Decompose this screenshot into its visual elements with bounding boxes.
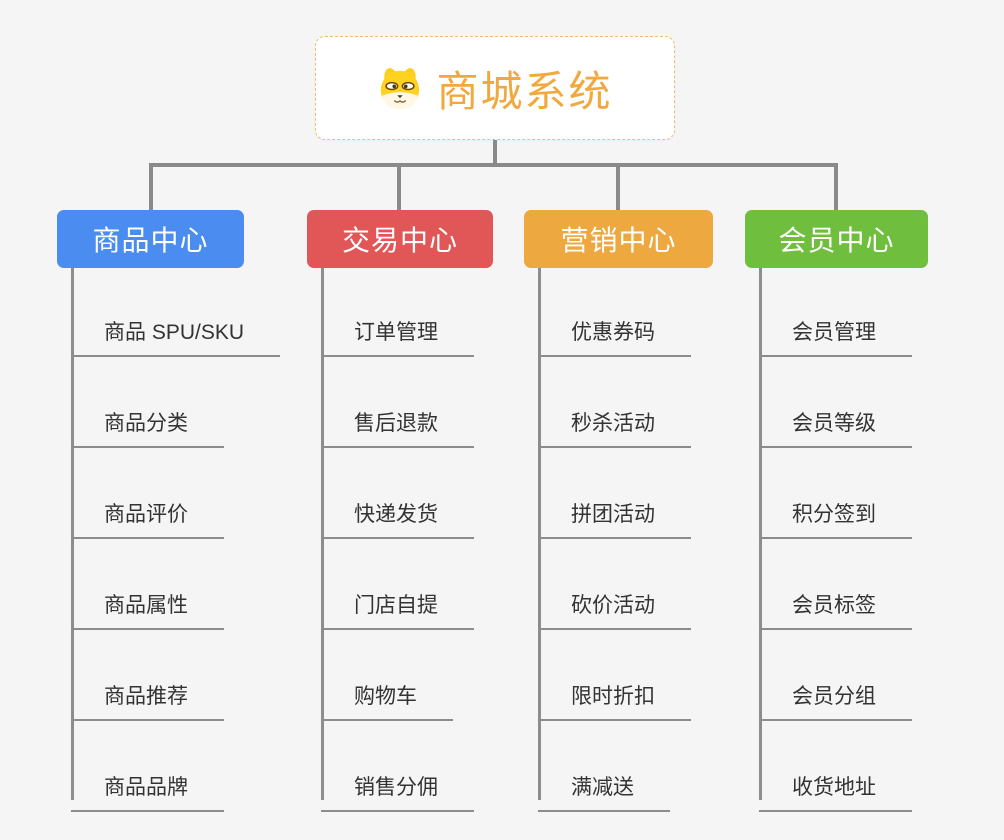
tree-node-product-review[interactable]: 商品评价: [71, 448, 224, 539]
tree-node-member-groups[interactable]: 会员分组: [759, 630, 912, 721]
connector-drop-marketing: [616, 165, 620, 210]
branch-node-member-center[interactable]: 会员中心: [745, 210, 928, 268]
branch-trade-center: 交易中心 订单管理 售后退款 快递发货 门店自提 购物车 销售分佣: [307, 210, 493, 812]
tree-node-group-buy[interactable]: 拼团活动: [538, 448, 691, 539]
branch-node-trade-center[interactable]: 交易中心: [307, 210, 493, 268]
connector-trunk-members: [759, 268, 762, 800]
branch-product-center: 商品中心 商品 SPU/SKU 商品分类 商品评价 商品属性 商品推荐 商品品牌: [57, 210, 281, 812]
connector-root-stub: [493, 140, 497, 165]
connector-trunk-products: [71, 268, 74, 800]
tree-node-member-management[interactable]: 会员管理: [759, 266, 912, 357]
tree-node-product-spu-sku[interactable]: 商品 SPU/SKU: [71, 266, 281, 357]
branch-marketing-center: 营销中心 优惠券码 秒杀活动 拼团活动 砍价活动 限时折扣 满减送: [524, 210, 713, 812]
branch-node-marketing-center[interactable]: 营销中心: [524, 210, 713, 268]
connector-drop-products: [149, 165, 153, 210]
tree-node-shipping-address[interactable]: 收货地址: [759, 721, 912, 812]
tree-node-sales-commission[interactable]: 销售分佣: [321, 721, 474, 812]
tree-node-coupon-codes[interactable]: 优惠券码: [538, 266, 691, 357]
tree-node-express-delivery[interactable]: 快递发货: [321, 448, 474, 539]
tree-node-points-checkin[interactable]: 积分签到: [759, 448, 912, 539]
tree-node-member-tags[interactable]: 会员标签: [759, 539, 912, 630]
tree-node-shopping-cart[interactable]: 购物车: [321, 630, 453, 721]
branch-node-product-center[interactable]: 商品中心: [57, 210, 244, 268]
branch-items-members: 会员管理 会员等级 积分签到 会员标签 会员分组 收货地址: [759, 266, 912, 812]
tree-node-flash-sale[interactable]: 秒杀活动: [538, 357, 691, 448]
tree-node-limited-time-discount[interactable]: 限时折扣: [538, 630, 691, 721]
doge-icon: [377, 65, 423, 111]
tree-node-product-category[interactable]: 商品分类: [71, 357, 224, 448]
tree-node-order-management[interactable]: 订单管理: [321, 266, 474, 357]
connector-horizontal-rail: [149, 163, 838, 167]
connector-trunk-marketing: [538, 268, 541, 800]
tree-node-product-attribute[interactable]: 商品属性: [71, 539, 224, 630]
tree-node-product-recommend[interactable]: 商品推荐: [71, 630, 224, 721]
tree-node-spend-and-save[interactable]: 满减送: [538, 721, 670, 812]
tree-node-member-level[interactable]: 会员等级: [759, 357, 912, 448]
root-node-mall-system[interactable]: 商城系统: [315, 36, 675, 140]
connector-drop-members: [834, 165, 838, 210]
connector-drop-trade: [397, 165, 401, 210]
branch-member-center: 会员中心 会员管理 会员等级 积分签到 会员标签 会员分组 收货地址: [745, 210, 928, 812]
tree-node-bargain-activity[interactable]: 砍价活动: [538, 539, 691, 630]
root-title: 商城系统: [436, 67, 613, 115]
tree-node-store-pickup[interactable]: 门店自提: [321, 539, 474, 630]
tree-node-after-sales-refund[interactable]: 售后退款: [321, 357, 474, 448]
connector-trunk-trade: [321, 268, 324, 800]
branch-items-trade: 订单管理 售后退款 快递发货 门店自提 购物车 销售分佣: [321, 266, 474, 812]
tree-node-product-brand[interactable]: 商品品牌: [71, 721, 224, 812]
branch-items-marketing: 优惠券码 秒杀活动 拼团活动 砍价活动 限时折扣 满减送: [538, 266, 691, 812]
branch-items-products: 商品 SPU/SKU 商品分类 商品评价 商品属性 商品推荐 商品品牌: [71, 266, 281, 812]
